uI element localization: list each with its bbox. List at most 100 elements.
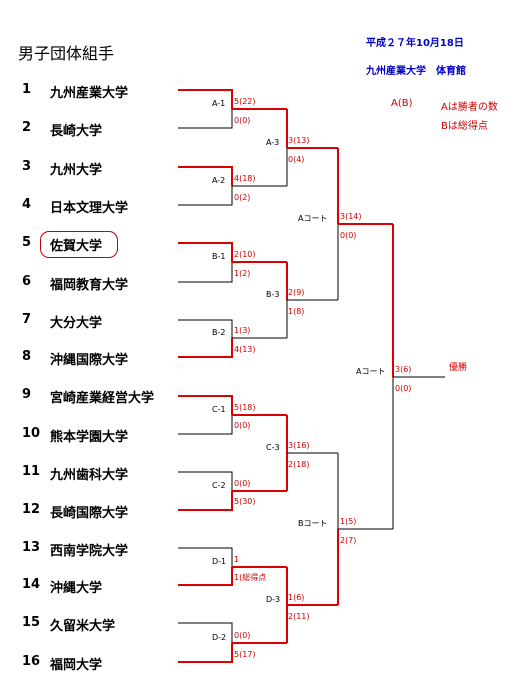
match-label: D-1 — [212, 557, 226, 566]
bracket-line-win — [178, 338, 233, 358]
seed-number: 11 — [22, 464, 41, 479]
score-bottom: 1(8) — [288, 307, 304, 316]
match-label: C-2 — [212, 481, 226, 490]
score-bottom: 0(4) — [288, 155, 304, 164]
seed-number: 2 — [22, 120, 32, 135]
event-date: 平成２７年10月18日 — [366, 38, 464, 49]
team-name: 九州歯科大学 — [50, 468, 129, 483]
team-name: 宮崎産業経営大学 — [50, 391, 155, 406]
legend-a-desc: Aは勝者の数 — [441, 102, 498, 113]
bracket-line-win — [178, 567, 233, 586]
team-name: 九州産業大学 — [50, 86, 129, 101]
match-label: A-3 — [266, 138, 279, 147]
score-bottom: 5(30) — [234, 497, 256, 506]
team-name: 大分大学 — [50, 316, 103, 331]
bracket-line-win — [178, 166, 233, 186]
team-name: 佐賀大学 — [50, 239, 103, 254]
score-top: 2(9) — [288, 288, 304, 297]
bracket-line — [178, 471, 233, 491]
score-top: 1(3) — [234, 326, 250, 335]
team-name: 長崎大学 — [50, 124, 103, 139]
bracket-line-win — [178, 242, 233, 262]
legend-format: A(B) — [391, 98, 413, 109]
score-bottom: 5(17) — [234, 650, 256, 659]
team-name: 久留米大学 — [50, 619, 116, 634]
champion-label: 優勝 — [449, 361, 467, 373]
match-label: C-3 — [266, 443, 280, 452]
seed-number: 8 — [22, 349, 32, 364]
match-label: A-1 — [212, 99, 225, 108]
bracket-line — [178, 415, 233, 435]
match-label: C-1 — [212, 405, 226, 414]
bracket-line — [178, 547, 233, 567]
team-name: 福岡大学 — [50, 658, 103, 673]
score-bottom: 0(0) — [234, 116, 250, 125]
score-top: 3(13) — [288, 136, 310, 145]
score-bottom: 1(2) — [234, 269, 250, 278]
team-name: 熊本学園大学 — [50, 430, 129, 445]
score-top: 1(6) — [288, 593, 304, 602]
score-bottom: 2(7) — [340, 536, 356, 545]
seed-number: 5 — [22, 235, 32, 250]
score-bottom: 1(総得点 — [234, 572, 266, 582]
seed-number: 7 — [22, 312, 32, 327]
bracket-line-win — [178, 643, 233, 663]
seed-number: 6 — [22, 274, 32, 289]
score-bottom: 4(13) — [234, 345, 256, 354]
seed-number: 16 — [22, 654, 41, 669]
team-name: 日本文理大学 — [50, 201, 129, 216]
seed-number: 12 — [22, 502, 41, 517]
bracket-line-win — [178, 491, 233, 511]
match-label: B-2 — [212, 328, 225, 337]
legend-b-desc: Bは総得点 — [441, 121, 488, 132]
score-bottom: 0(0) — [395, 384, 411, 393]
seed-number: 4 — [22, 197, 32, 212]
score-bottom: 2(11) — [288, 612, 310, 621]
page-title: 男子団体組手 — [18, 44, 115, 63]
seed-number: 13 — [22, 540, 41, 555]
seed-number: 1 — [22, 82, 32, 97]
score-top: 2(10) — [234, 250, 256, 259]
score-top: 3(16) — [288, 441, 310, 450]
seed-number: 9 — [22, 387, 32, 402]
score-top: 5(22) — [234, 97, 256, 106]
team-name: 長崎国際大学 — [50, 506, 129, 521]
seed-number: 15 — [22, 615, 41, 630]
score-top: 3(6) — [395, 365, 411, 374]
event-venue: 九州産業大学 体育館 — [366, 66, 466, 77]
bracket-line-win — [178, 89, 233, 109]
bracket-line — [178, 319, 233, 338]
highlight-box — [40, 231, 118, 258]
match-label: D-2 — [212, 633, 226, 642]
score-bottom: 0(0) — [234, 421, 250, 430]
match-label: B-1 — [212, 252, 225, 261]
score-top: 3(14) — [340, 212, 362, 221]
seed-number: 3 — [22, 159, 32, 174]
bracket-line-win — [178, 395, 233, 415]
score-bottom: 2(18) — [288, 460, 310, 469]
seed-number: 14 — [22, 577, 41, 592]
match-label: Aコート — [356, 367, 385, 376]
team-name: 九州大学 — [50, 163, 103, 178]
match-label: D-3 — [266, 595, 280, 604]
bracket-line — [178, 186, 233, 206]
score-top: 0(0) — [234, 631, 250, 640]
team-name: 福岡教育大学 — [50, 278, 129, 293]
score-top: 5(18) — [234, 403, 256, 412]
team-name: 沖縄国際大学 — [50, 353, 129, 368]
score-top: 0(0) — [234, 479, 250, 488]
match-label: Aコート — [298, 214, 327, 223]
score-top: 1(5) — [340, 517, 356, 526]
score-top: 1 — [234, 555, 239, 564]
seed-number: 10 — [22, 426, 41, 441]
match-label: B-3 — [266, 290, 279, 299]
score-bottom: 0(2) — [234, 193, 250, 202]
bracket-line — [178, 109, 233, 129]
match-label: A-2 — [212, 176, 225, 185]
bracket-line — [178, 622, 233, 643]
match-label: Bコート — [298, 519, 328, 528]
team-name: 沖縄大学 — [50, 581, 103, 596]
score-top: 4(18) — [234, 174, 256, 183]
team-name: 西南学院大学 — [50, 544, 129, 559]
